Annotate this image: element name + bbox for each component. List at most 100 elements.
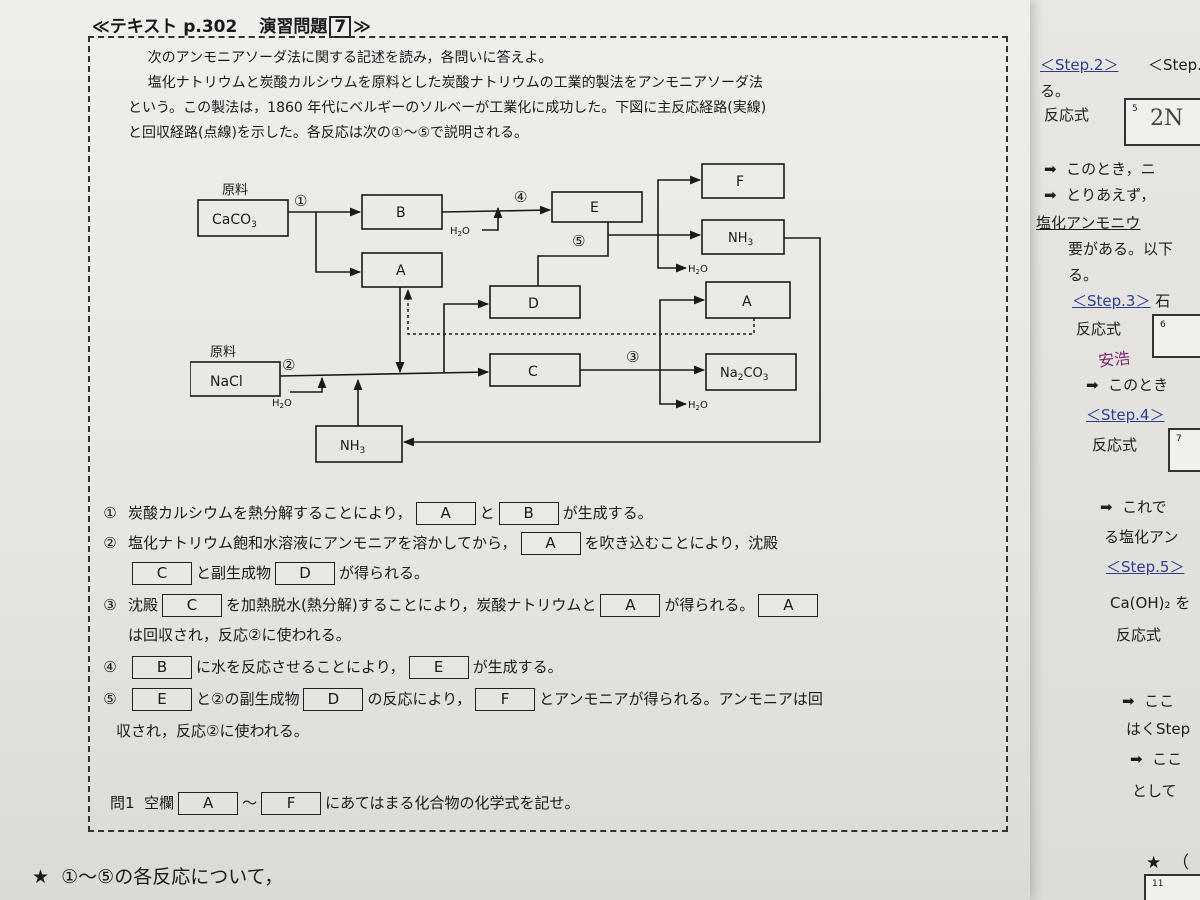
answer-box-7: 7 bbox=[1168, 428, 1200, 472]
enka-line: 塩化アンモニウ bbox=[1036, 214, 1141, 232]
raw-label-1: 原料 bbox=[222, 183, 248, 198]
label-b: B bbox=[396, 205, 406, 221]
ruenka-line: る塩化アン bbox=[1104, 528, 1179, 546]
box-d bbox=[489, 285, 581, 319]
process-diagram: 原料 原料 CaCO3 NaCl B A E F NH3 D A C Na2CO… bbox=[190, 163, 821, 463]
step-3-cont: は回収され，反応②に使われる。 bbox=[128, 626, 351, 644]
problem-intro: 次のアンモニアソーダ法に関する記述を読み，各問いに答えよ。 塩化ナトリウムと炭酸… bbox=[128, 46, 898, 146]
step2b-label: ＜Step. bbox=[1148, 56, 1200, 74]
star-icon: ★ bbox=[32, 866, 50, 888]
blank-f: F bbox=[261, 792, 322, 815]
box-nh3-bottom bbox=[315, 425, 403, 463]
blank-a: A bbox=[415, 502, 476, 525]
box-f bbox=[701, 163, 785, 199]
right-page: ＜Step.2＞ ＜Step. る。 反応式 5 2N ➡ このとき，ニ ➡ と… bbox=[1000, 0, 1200, 900]
h2o-label-4: H2O bbox=[688, 400, 708, 412]
reaction-label-2: 反応式 bbox=[1076, 320, 1122, 338]
blank-e: E bbox=[408, 656, 469, 679]
reaction-marker-3: ③ bbox=[626, 348, 639, 366]
star2-line: ★ （ bbox=[1146, 853, 1190, 873]
blank-e: E bbox=[132, 688, 192, 711]
label-a-top: A bbox=[396, 263, 406, 279]
blank-a: A bbox=[758, 594, 819, 617]
ru-text: る。 bbox=[1040, 82, 1071, 100]
konotoki2-line: ➡ このとき bbox=[1086, 376, 1169, 394]
label-nh3-bottom: NH3 bbox=[340, 439, 365, 456]
step5-label: ＜Step.5＞ bbox=[1106, 558, 1185, 576]
answer-box-5: 5 2N bbox=[1124, 98, 1200, 146]
blank-d: D bbox=[275, 562, 336, 585]
reaction-label-4: 反応式 bbox=[1116, 626, 1162, 644]
exercise-number: 7 bbox=[329, 16, 352, 38]
toriaezu-line: ➡ とりあえず， bbox=[1044, 186, 1156, 204]
exercise-label: 演習問題 bbox=[259, 17, 328, 37]
reaction-marker-1: ① bbox=[294, 192, 307, 210]
label-d: D bbox=[528, 296, 539, 312]
reaction-label-1: 反応式 bbox=[1044, 106, 1090, 124]
blank-b: B bbox=[498, 502, 559, 525]
label-nacl: NaCl bbox=[210, 374, 243, 390]
bottom-prompt: ★ ①～⑤の各反応について， bbox=[32, 866, 284, 888]
konotoki-line: ➡ このとき，ニ bbox=[1044, 160, 1156, 178]
label-c: C bbox=[528, 364, 538, 380]
blank-f: F bbox=[475, 688, 536, 711]
blank-a: A bbox=[178, 792, 239, 815]
blank-a: A bbox=[520, 532, 581, 555]
answer-box-11: 11 bbox=[1144, 874, 1200, 900]
blank-c: C bbox=[132, 562, 192, 585]
reaction-label-3: 反応式 bbox=[1092, 436, 1138, 454]
raw-label-2: 原料 bbox=[210, 345, 236, 360]
hastep-line: はくStep bbox=[1126, 720, 1191, 738]
box-e bbox=[551, 191, 643, 223]
blank-a: A bbox=[600, 594, 661, 617]
h2o-label-1: H2O bbox=[450, 226, 470, 238]
korede-line: ➡ これで bbox=[1100, 498, 1167, 516]
blank-b: B bbox=[132, 656, 192, 679]
label-a-right: A bbox=[742, 294, 752, 310]
reaction-marker-5: ⑤ bbox=[572, 232, 585, 250]
label-na2co3: Na2CO3 bbox=[720, 366, 768, 383]
caoh-line: Ca(OH)₂ を bbox=[1110, 594, 1191, 612]
blank-c: C bbox=[162, 594, 223, 617]
toshite-line: として bbox=[1132, 782, 1177, 800]
label-nh3-right: NH3 bbox=[728, 231, 753, 248]
box-a-top bbox=[361, 252, 443, 288]
youga-line: 要がある。以下 bbox=[1068, 240, 1174, 258]
textbook-ref: ≪テキスト p.302 bbox=[92, 17, 238, 37]
box-nh3-right bbox=[701, 219, 785, 255]
koko2-line: ➡ ここ bbox=[1130, 750, 1183, 768]
ru-line-2: る。 bbox=[1068, 266, 1099, 284]
box-na2co3 bbox=[705, 353, 797, 391]
intro-line-4: と回収経路(点線)を示した。各反応は次の①～⑤で説明される。 bbox=[128, 125, 529, 141]
step4-label: ＜Step.4＞ bbox=[1086, 406, 1165, 424]
intro-line-1: 次のアンモニアソーダ法に関する記述を読み，各問いに答えよ。 bbox=[147, 50, 553, 66]
step2-label: ＜Step.2＞ bbox=[1040, 56, 1119, 74]
box-a-right bbox=[705, 281, 791, 319]
h2o-label-3: H2O bbox=[272, 398, 292, 410]
step-5-cont: 収され，反応②に使われる。 bbox=[116, 722, 309, 740]
handwritten-text: 2N bbox=[1150, 106, 1184, 131]
step3-label: ＜Step.3＞ 石 bbox=[1072, 292, 1171, 310]
reaction-marker-4: ④ bbox=[514, 188, 527, 206]
handwritten-note: 安浩 bbox=[1097, 348, 1132, 371]
h2o-label-2: H2O bbox=[688, 264, 708, 276]
box-nacl bbox=[190, 361, 281, 397]
box-caco3 bbox=[197, 199, 289, 237]
intro-line-3: という。この製法は，1860 年代にベルギーのソルベーが工業化に成功した。下図に… bbox=[128, 100, 767, 116]
problem-frame bbox=[88, 36, 1008, 832]
intro-line-2: 塩化ナトリウムと炭酸カルシウムを原料とした炭酸ナトリウムの工業的製法をアンモニア… bbox=[147, 75, 764, 91]
reaction-marker-2: ② bbox=[282, 356, 295, 374]
label-f: F bbox=[736, 174, 744, 190]
answer-box-6: 6 bbox=[1152, 314, 1200, 358]
label-caco3: CaCO3 bbox=[212, 212, 257, 230]
blank-d: D bbox=[303, 688, 364, 711]
